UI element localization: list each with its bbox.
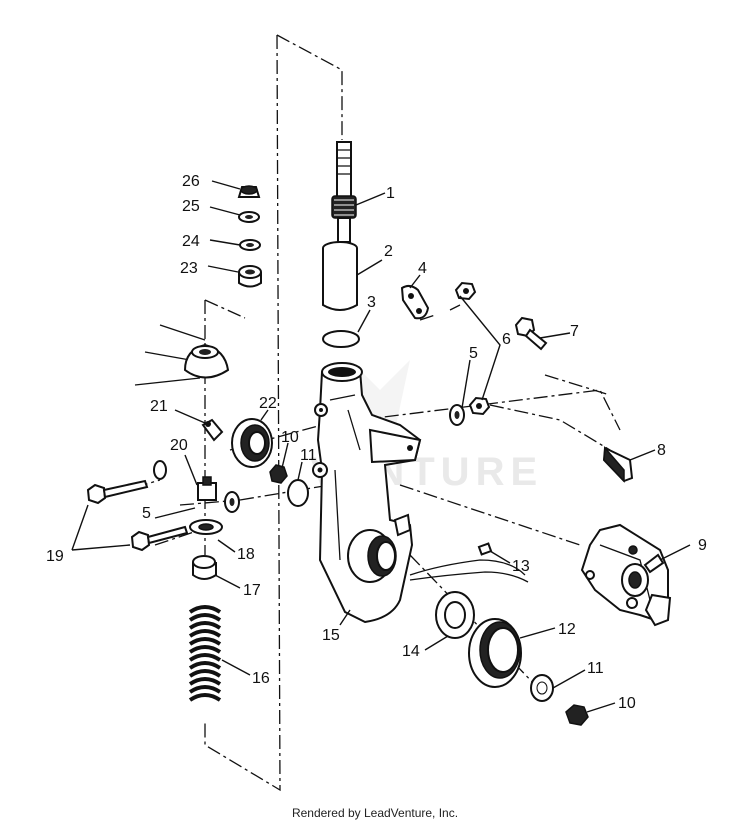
nut-stack bbox=[237, 185, 262, 288]
strut-tube bbox=[322, 241, 358, 311]
callout-15: 15 bbox=[322, 627, 340, 644]
callout-8: 8 bbox=[657, 442, 666, 459]
coil-spring bbox=[188, 605, 222, 702]
cup-washer bbox=[189, 519, 223, 535]
callout-25: 25 bbox=[182, 198, 200, 215]
grease-fitting bbox=[201, 418, 224, 442]
callout-19: 19 bbox=[46, 548, 64, 565]
hex-bolt-7 bbox=[514, 316, 548, 351]
callout-2: 2 bbox=[384, 243, 393, 260]
callout-16: 16 bbox=[252, 670, 270, 687]
callout-10-lower: 10 bbox=[618, 695, 636, 712]
callout-4: 4 bbox=[418, 260, 427, 277]
tab-bracket bbox=[400, 284, 430, 320]
callout-17: 17 bbox=[243, 582, 261, 599]
callout-11-lower: 11 bbox=[587, 660, 604, 677]
brake-caliper bbox=[580, 523, 672, 627]
callout-6: 6 bbox=[502, 331, 511, 348]
callout-24: 24 bbox=[182, 233, 200, 250]
hex-nut-lower bbox=[468, 396, 491, 416]
bushing-22 bbox=[231, 418, 273, 468]
callout-23: 23 bbox=[180, 260, 198, 277]
castle-nut-upper bbox=[269, 464, 288, 484]
castle-nut-lower bbox=[565, 704, 589, 726]
rubber-mount bbox=[183, 343, 230, 379]
callout-21: 21 bbox=[150, 398, 168, 415]
callout-18: 18 bbox=[237, 546, 255, 563]
wheel-bearing bbox=[468, 618, 522, 688]
wheel-speed-sensor bbox=[409, 542, 529, 583]
fitting-20 bbox=[197, 476, 217, 501]
washer-upper-right bbox=[449, 404, 465, 426]
washer-upper-left bbox=[287, 479, 309, 507]
o-ring bbox=[322, 330, 360, 348]
callout-11-upper: 11 bbox=[300, 447, 317, 464]
mount-reference-lines bbox=[134, 324, 206, 386]
oil-seal bbox=[435, 591, 475, 639]
rubber-bumper bbox=[602, 446, 634, 483]
hex-bolt-lower-19 bbox=[130, 525, 189, 552]
callout-labels: 1 2 3 4 5 6 7 8 9 13 12 14 15 11 10 10 1… bbox=[46, 173, 707, 712]
washer-lower-right bbox=[530, 674, 554, 702]
callout-5-left: 5 bbox=[142, 505, 151, 522]
callout-10-upper: 10 bbox=[281, 429, 299, 446]
callout-7: 7 bbox=[570, 323, 579, 340]
callout-26: 26 bbox=[182, 173, 200, 190]
callout-3: 3 bbox=[367, 294, 376, 311]
hex-bolt-upper-19 bbox=[86, 479, 149, 505]
strut-shaft bbox=[331, 141, 357, 243]
callout-9: 9 bbox=[698, 537, 707, 554]
hex-nut-upper bbox=[454, 281, 477, 301]
callout-13: 13 bbox=[512, 558, 530, 575]
callout-12: 12 bbox=[558, 621, 576, 638]
callout-20: 20 bbox=[170, 437, 188, 454]
washer-left bbox=[153, 460, 240, 513]
steering-knuckle bbox=[312, 362, 422, 624]
callout-22: 22 bbox=[259, 395, 277, 412]
spacer bbox=[192, 555, 217, 580]
callout-leader-lines bbox=[71, 180, 691, 713]
callout-5: 5 bbox=[469, 345, 478, 362]
callout-1: 1 bbox=[386, 185, 395, 202]
footer-credit: Rendered by LeadVenture, Inc. bbox=[291, 806, 459, 820]
callout-14: 14 bbox=[402, 643, 420, 660]
